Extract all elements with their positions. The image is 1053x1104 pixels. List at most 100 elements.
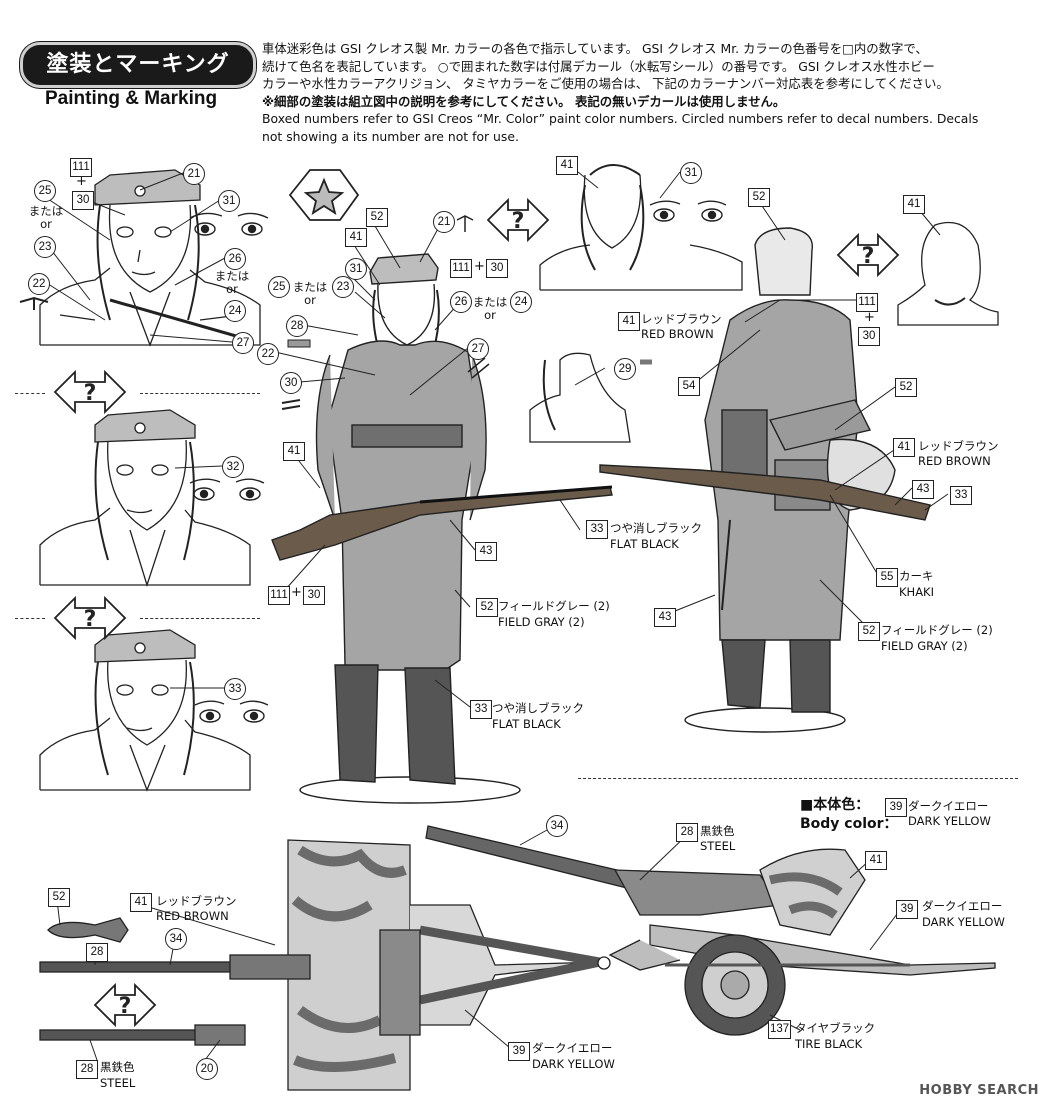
portrait-face-3	[39, 629, 251, 792]
paint-box: 41	[865, 851, 887, 870]
portrait-small-profile	[529, 352, 631, 443]
intro-text: 車体迷彩色は GSI クレオス製 Mr. カラーの各色で指示しています。 GSI…	[262, 40, 1042, 145]
color-label-en: STEEL	[700, 839, 736, 853]
plus-sign: +	[291, 585, 302, 600]
decal-number: 24	[224, 300, 246, 322]
figure-front	[271, 253, 613, 804]
svg-text:?: ?	[862, 244, 875, 269]
color-label-jp: つや消しブラック	[492, 701, 584, 715]
paint-box: 52	[48, 888, 70, 907]
paint-box: 28	[76, 1060, 98, 1079]
paint-box: 30	[303, 586, 325, 605]
color-label-jp: タイヤブラック	[795, 1021, 876, 1035]
plus-sign: +	[474, 259, 485, 274]
color-label-jp: レッドブラウン	[641, 312, 722, 326]
eye-inset-2	[189, 478, 265, 501]
decal-number: 21	[183, 163, 205, 185]
paint-box: 41	[283, 442, 305, 461]
intro-line: ※細部の塗装は組立図中の説明を参考にしてください。 表記の無いデカールは使用しま…	[262, 93, 786, 109]
gun-top-view	[39, 839, 611, 1091]
decal-number: 20	[196, 1058, 218, 1080]
decal-number: 26	[450, 291, 472, 313]
paint-box: 33	[586, 520, 608, 539]
decal-number: 31	[680, 162, 702, 184]
decal-number: 23	[34, 236, 56, 258]
decal-number: 24	[510, 291, 532, 313]
paint-box: 39	[885, 798, 907, 817]
decal-number: 23	[332, 276, 354, 298]
decal-number: 30	[280, 372, 302, 394]
paint-box: 41	[556, 156, 578, 175]
decal-number: 34	[165, 928, 187, 950]
section-title-badge: 塗装とマーキング	[20, 42, 256, 88]
paint-box: 111	[856, 293, 878, 312]
paint-box: 41	[130, 893, 152, 912]
paint-box: 30	[858, 327, 880, 346]
paint-box: 39	[508, 1042, 530, 1061]
rotate-view-icon: ?	[53, 369, 127, 415]
rotate-view-icon: ?	[53, 595, 127, 641]
decal-number: 22	[28, 273, 50, 295]
paint-box: 111	[450, 259, 472, 278]
separator-dash	[140, 618, 260, 619]
svg-text:?: ?	[84, 381, 97, 406]
svg-text:?: ?	[119, 994, 132, 1019]
decal-number: 34	[546, 815, 568, 837]
color-label-en: FIELD GRAY (2)	[498, 615, 585, 629]
paint-box: 52	[366, 208, 388, 227]
decal-number: 32	[222, 456, 244, 478]
paint-box: 52	[748, 188, 770, 207]
paint-box: 39	[896, 900, 918, 919]
decal-number: 33	[224, 678, 246, 700]
paint-box: 41	[903, 195, 925, 214]
paint-box: 52	[476, 598, 498, 617]
body-color-heading: ■本体色：Body color：	[800, 797, 898, 832]
watermark-logo: HOBBY SEARCH	[919, 1083, 1039, 1098]
color-label-jp: 黒鉄色	[700, 824, 735, 838]
color-label-en: FLAT BLACK	[492, 717, 561, 731]
decal-number: 31	[218, 190, 240, 212]
section-title-english: Painting & Marking	[45, 88, 218, 109]
paint-box: 43	[475, 542, 497, 561]
gun-side-view	[425, 825, 996, 1036]
portrait-back-head	[897, 221, 999, 326]
decal-number: 29	[614, 358, 636, 380]
rotate-view-icon: ?	[93, 982, 157, 1028]
paint-box: 30	[486, 259, 508, 278]
intro-line: Boxed numbers refer to GSI Creos “Mr. Co…	[262, 111, 979, 126]
color-label-jp: 黒鉄色	[100, 1060, 135, 1074]
decal-28-mark	[287, 339, 311, 348]
paint-box: 54	[678, 377, 700, 396]
color-label-en: STEEL	[100, 1076, 136, 1090]
intro-line: not showing a its number are not for use…	[262, 128, 519, 144]
star-badge-icon	[288, 169, 360, 221]
svg-text:?: ?	[512, 209, 525, 234]
paint-box: 41	[345, 228, 367, 247]
color-label-en: DARK YELLOW	[532, 1057, 615, 1071]
color-label-jp: ダークイエロー	[908, 799, 989, 813]
eye-inset-4	[649, 200, 727, 222]
paint-box: 137	[768, 1020, 792, 1039]
color-label-en: RED BROWN	[641, 327, 714, 341]
decal-number: 22	[257, 343, 279, 365]
decal-number: 25	[268, 276, 290, 298]
color-label-en: RED BROWN	[156, 909, 229, 923]
paint-box: 41	[618, 312, 640, 331]
eye-inset-3	[194, 700, 269, 723]
color-label-jp: フィールドグレー (2)	[881, 623, 993, 637]
paint-box: 43	[912, 480, 934, 499]
decal-number: 27	[467, 338, 489, 360]
paint-box: 111	[268, 586, 290, 605]
decal-number: 31	[345, 258, 367, 280]
color-label-en: DARK YELLOW	[922, 915, 1005, 929]
separator-dash	[15, 618, 45, 619]
paint-box: 52	[858, 622, 880, 641]
paint-box: 28	[676, 823, 698, 842]
svg-text:?: ?	[84, 607, 97, 632]
color-label-jp: カーキ	[899, 569, 934, 583]
